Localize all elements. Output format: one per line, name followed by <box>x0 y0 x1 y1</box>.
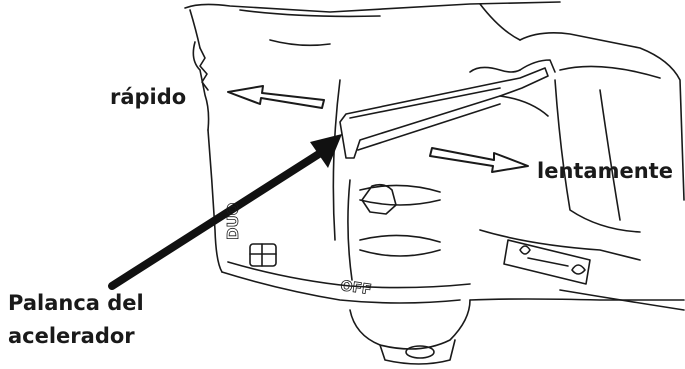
throttle-lever-label: Palanca del acelerador <box>8 287 144 353</box>
throttle-lever <box>340 60 555 158</box>
engine-block <box>193 40 470 303</box>
engine-side-brand: DUO <box>224 203 242 240</box>
throttle-plate <box>504 240 590 284</box>
lower-housing <box>350 185 470 364</box>
fast-direction-arrow <box>228 86 324 108</box>
engine-block-marking: OFF <box>339 278 372 298</box>
slow-label: lentamente <box>537 158 673 185</box>
slow-direction-arrow <box>430 148 528 172</box>
fast-label: rápido <box>110 84 186 111</box>
throttle-lever-label-line2: acelerador <box>8 320 144 353</box>
bolt-left <box>250 244 276 266</box>
fuel-tank-housing <box>185 2 560 48</box>
throttle-lever-label-line1: Palanca del <box>8 287 144 320</box>
